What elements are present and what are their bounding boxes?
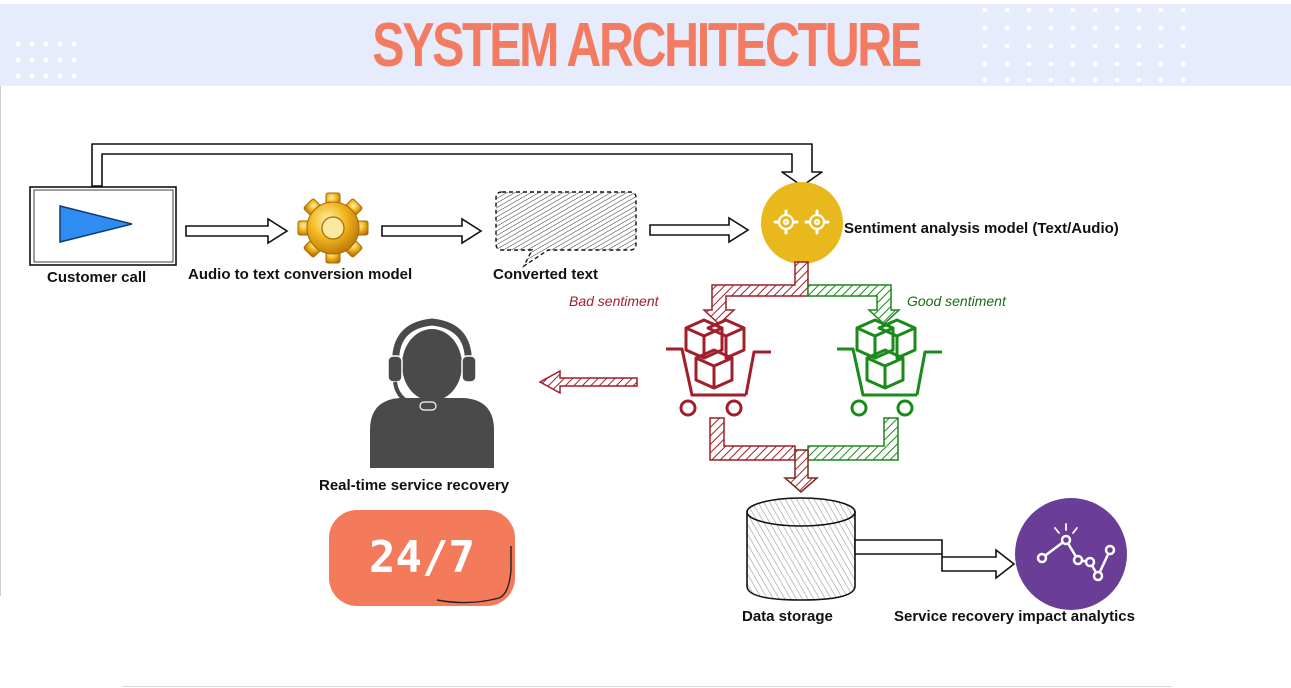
- arrow-audio-to-text: [381, 217, 483, 245]
- label-data-storage: Data storage: [742, 608, 833, 625]
- header-dots-right: [982, 7, 1186, 83]
- arrow-storage-to-analytics: [854, 539, 1016, 580]
- agent-headset-icon: [370, 318, 494, 468]
- label-impact-analytics: Service recovery impact analytics: [894, 608, 1135, 625]
- bad-merge-arrow: [709, 417, 796, 461]
- label-customer-call: Customer call: [47, 269, 147, 286]
- analytics-icon: [1015, 498, 1127, 610]
- speech-bubble-icon: [495, 191, 637, 269]
- header-dots-left: [15, 41, 77, 79]
- left-border: [0, 86, 1, 596]
- good-branch-arrow: [807, 284, 901, 326]
- arrow-text-to-sentiment: [649, 216, 750, 244]
- down-arrow-to-storage: [783, 449, 819, 493]
- arrow-to-recovery: [538, 369, 638, 395]
- cart-icon-good: [837, 318, 942, 417]
- label-converted-text: Converted text: [493, 266, 599, 283]
- database-icon: [746, 497, 856, 601]
- gears-icon: [761, 182, 843, 264]
- availability-badge: 24/7: [329, 510, 515, 606]
- good-merge-arrow: [807, 417, 899, 461]
- label-audio-to-text: Audio to text conversion model: [188, 266, 413, 283]
- cart-icon-bad: [666, 318, 771, 417]
- label-realtime-recovery: Real-time service recovery: [319, 477, 510, 494]
- footer-divider: [122, 686, 1172, 687]
- bypass-arrow: [91, 143, 823, 187]
- label-sentiment-model: Sentiment analysis model (Text/Audio): [844, 220, 1119, 237]
- badge-underline: [436, 546, 512, 604]
- bad-branch-arrow: [702, 261, 809, 326]
- page-title: SYSTEM ARCHITECTURE: [372, 11, 922, 80]
- header-banner: [0, 4, 1291, 86]
- arrow-call-to-audio: [185, 217, 289, 245]
- label-bad-sentiment: Bad sentiment: [569, 293, 659, 309]
- gear-icon: [297, 192, 369, 264]
- play-icon: [59, 205, 133, 243]
- customer-call-box: [29, 186, 177, 266]
- badge-text: 24/7: [369, 532, 475, 583]
- label-good-sentiment: Good sentiment: [907, 293, 1006, 309]
